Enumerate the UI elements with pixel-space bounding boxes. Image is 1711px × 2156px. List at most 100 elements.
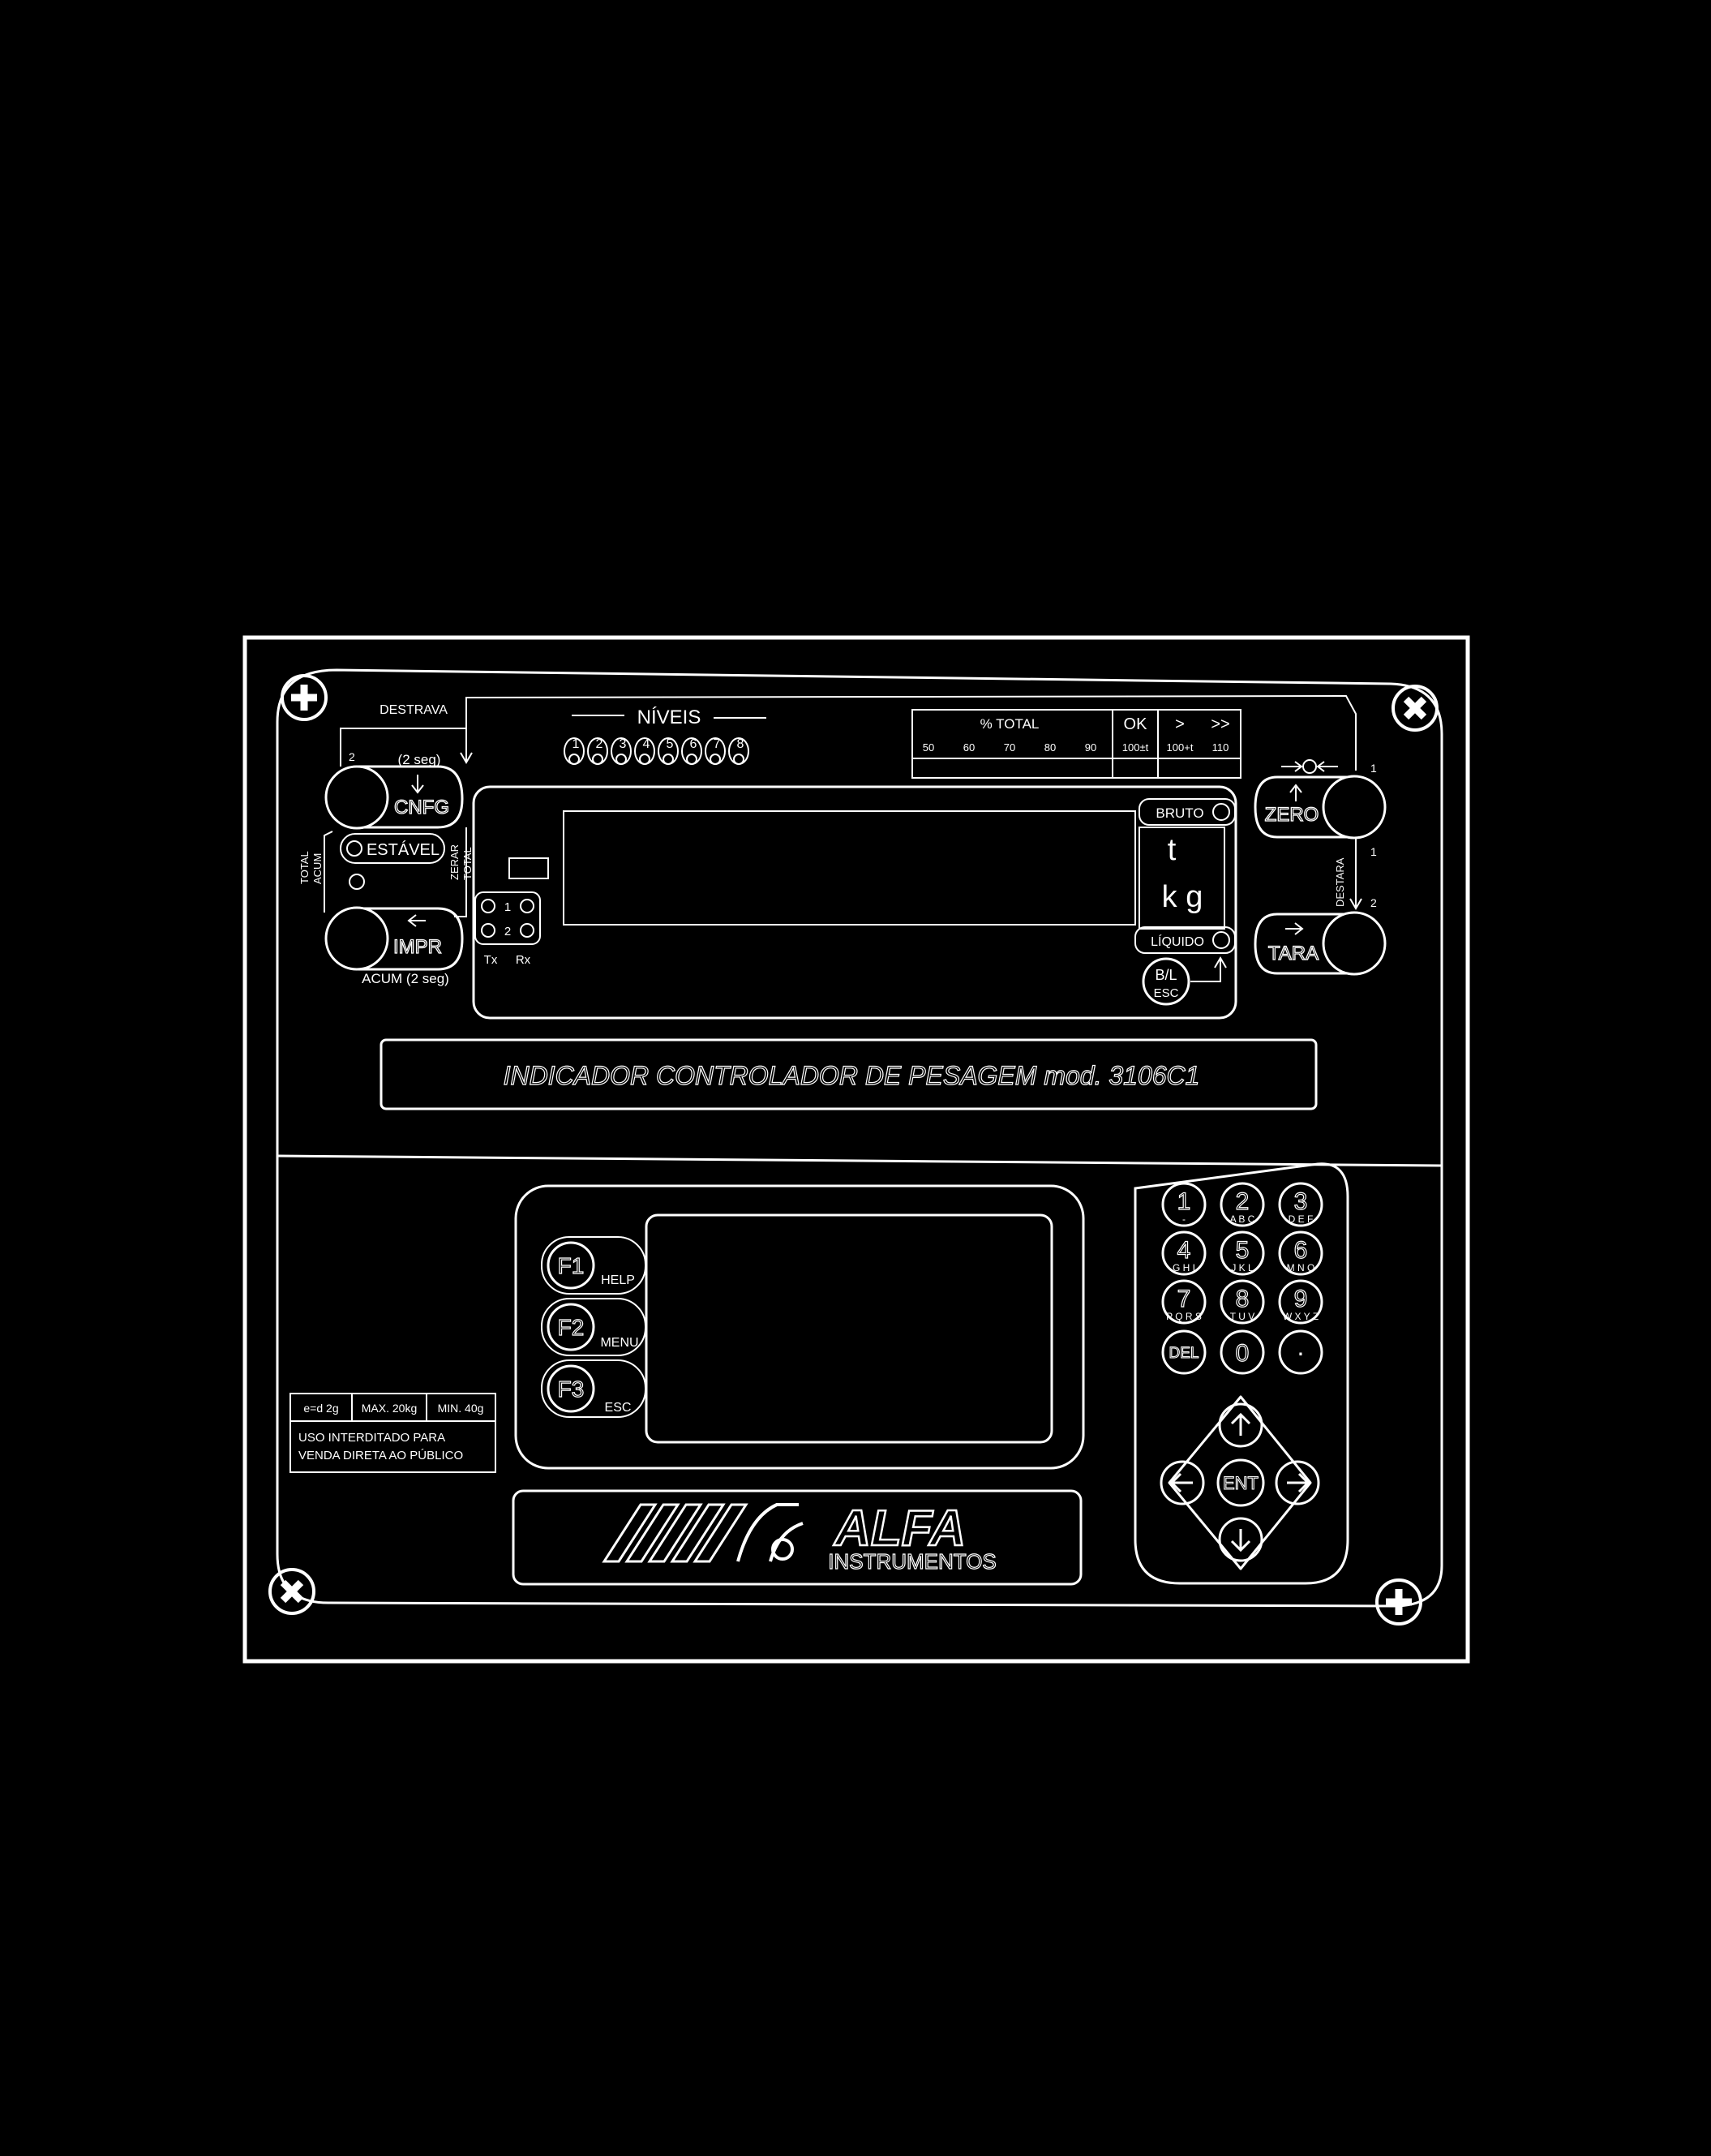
level-number: 3	[620, 737, 627, 751]
zero-step-1: 1	[1370, 762, 1377, 775]
level-number: 2	[596, 737, 603, 751]
key-ring	[1278, 1182, 1323, 1227]
cnfg-arrow-down-icon	[411, 775, 424, 794]
key-digit: 1	[1177, 1188, 1191, 1215]
nav-down-button[interactable]	[1218, 1517, 1263, 1562]
total-value: 50	[923, 741, 934, 754]
keypad: 1- 2A B C 3D E F 4G H I 5J K L 6M N O 7P Q R S…	[1161, 1182, 1323, 1325]
impr-label: IMPR	[393, 936, 442, 958]
bl-arrow-icon	[1190, 956, 1227, 982]
key-5-button[interactable]: 5J K L	[1220, 1230, 1265, 1276]
main-display-bezel	[472, 785, 1237, 1020]
bl-esc-button[interactable]	[1142, 957, 1190, 1006]
key-2-button[interactable]: 2A B C	[1220, 1182, 1265, 1227]
key-digit: 2	[1236, 1188, 1250, 1215]
rx-led-1	[520, 899, 534, 913]
f1-label: F1	[558, 1253, 585, 1278]
zero-symbol-icon	[1281, 759, 1338, 774]
level-led-4: 4	[634, 737, 655, 765]
key-letters: -	[1182, 1213, 1186, 1225]
destrava-label: DESTRAVA	[380, 703, 448, 717]
gtgt-header: >>	[1211, 715, 1229, 733]
nav-right-button[interactable]	[1275, 1460, 1320, 1505]
title-plate	[380, 1038, 1318, 1110]
lcd-bezel	[514, 1184, 1085, 1470]
level-number: 8	[737, 737, 744, 751]
f2-button[interactable]	[547, 1303, 595, 1351]
tx-led-2	[481, 923, 495, 938]
f3-key-outline	[541, 1359, 646, 1418]
spec-e: e=d 2g	[303, 1402, 338, 1415]
screw-top-left-icon	[281, 674, 328, 721]
tara-key-outline	[1254, 913, 1353, 975]
level-led-dot	[686, 754, 697, 765]
key-letters: P Q R S	[1166, 1311, 1202, 1322]
tara-button[interactable]	[1322, 911, 1387, 976]
spec-min: MIN. 40g	[438, 1402, 484, 1415]
brand-plate	[512, 1489, 1083, 1586]
nav-down-arrow-icon	[1230, 1529, 1251, 1553]
main-weight-display	[563, 810, 1136, 926]
f3-label: F3	[558, 1376, 585, 1402]
key-letters: T U V	[1230, 1311, 1254, 1322]
cnfg-button[interactable]	[324, 765, 389, 830]
key-ring	[1220, 1182, 1265, 1227]
rx-label: Rx	[516, 953, 531, 967]
key-ring	[1220, 1230, 1265, 1276]
txrx-box	[474, 891, 541, 945]
impr-button[interactable]	[324, 906, 389, 971]
esc-label: ESC	[605, 1401, 632, 1415]
level-led-5: 5	[658, 737, 679, 765]
key-1-button[interactable]: 1-	[1161, 1182, 1207, 1227]
f3-button[interactable]	[547, 1364, 595, 1413]
key-ring	[1161, 1279, 1207, 1325]
level-led-2: 2	[587, 737, 608, 765]
f2-key-outline	[541, 1298, 646, 1356]
bruto-label: BRUTO	[1156, 805, 1203, 821]
total-table	[911, 709, 1241, 779]
nav-left-button[interactable]	[1160, 1460, 1205, 1505]
key-digit: 9	[1294, 1286, 1308, 1312]
tx-label: Tx	[484, 953, 498, 967]
key-6-button[interactable]: 6M N O	[1278, 1230, 1323, 1276]
key-0-button[interactable]	[1220, 1329, 1265, 1375]
key-letters: J K L	[1231, 1262, 1254, 1273]
key-dot-button[interactable]	[1278, 1329, 1323, 1375]
channel-2-label: 2	[504, 925, 511, 938]
cnfg-step-2: 2	[349, 750, 355, 763]
tara-label: TARA	[1268, 943, 1319, 964]
f1-button[interactable]	[547, 1241, 595, 1290]
total-value: 60	[963, 741, 975, 754]
key-7-button[interactable]: 7P Q R S	[1161, 1279, 1207, 1325]
nav-diamond	[1168, 1395, 1312, 1570]
zerar-total-line1: ZERAR	[448, 844, 461, 880]
zero-button[interactable]	[1322, 775, 1387, 840]
bl-esc-label: ESC	[1154, 986, 1179, 1000]
cnfg-key-outline	[358, 765, 464, 829]
del-button[interactable]	[1161, 1329, 1207, 1375]
rx-led-2	[520, 923, 534, 938]
key-9-button[interactable]: 9W X Y Z	[1278, 1279, 1323, 1325]
key-8-button[interactable]: 8T U V	[1220, 1279, 1265, 1325]
nav-up-arrow-icon	[1230, 1412, 1251, 1436]
liquido-led	[1212, 931, 1230, 949]
key-4-button[interactable]: 4G H I	[1161, 1230, 1207, 1276]
ok-value: 100±t	[1122, 741, 1149, 754]
key-letters: D E F	[1289, 1213, 1314, 1225]
level-led-8: 8	[728, 737, 749, 765]
level-led-1: 1	[564, 737, 585, 765]
alfa-logo-stripes-icon	[602, 1503, 748, 1563]
f1-key-outline	[541, 1236, 646, 1295]
help-label: HELP	[601, 1273, 635, 1287]
bl-label: B/L	[1155, 967, 1177, 983]
key-letters: A B C	[1230, 1213, 1255, 1225]
key-digit: 4	[1177, 1237, 1191, 1264]
ent-button[interactable]	[1216, 1458, 1265, 1507]
key-ring	[1278, 1230, 1323, 1276]
destara-line	[1349, 838, 1362, 910]
nav-up-button[interactable]	[1218, 1402, 1263, 1448]
key-3-button[interactable]: 3D E F	[1278, 1182, 1323, 1227]
keypad-housing	[1134, 1162, 1349, 1585]
